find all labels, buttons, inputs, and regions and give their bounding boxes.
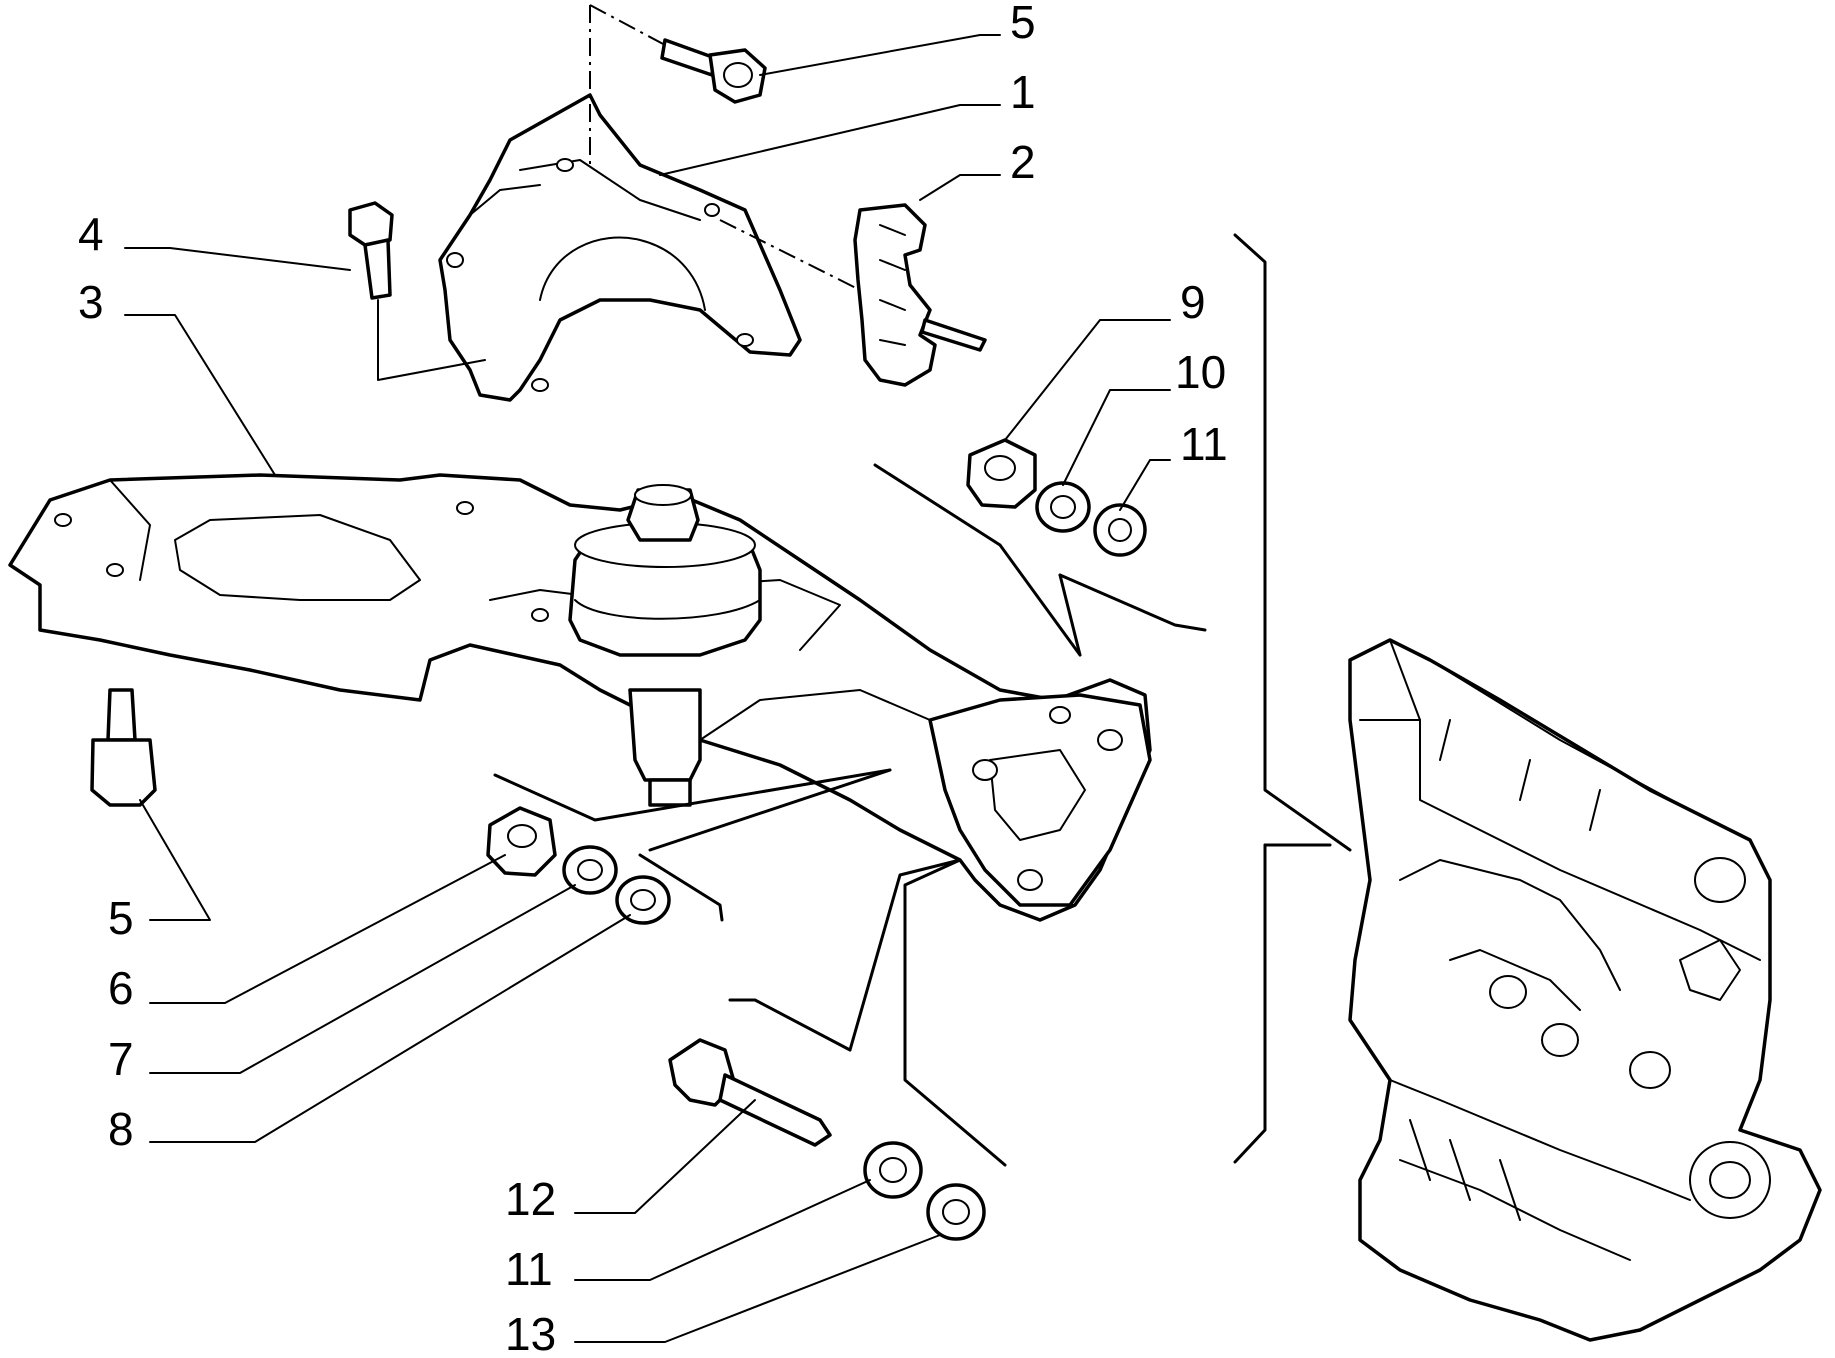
callout-2: 2 — [1010, 136, 1036, 188]
callout-3: 3 — [78, 276, 104, 328]
part-6-nut — [486, 806, 557, 877]
callout-7: 7 — [108, 1033, 134, 1085]
callout-8: 8 — [108, 1103, 134, 1155]
callout-1: 1 — [1010, 66, 1036, 118]
part-12-bolt — [668, 1038, 832, 1147]
part-2-clip — [853, 203, 987, 387]
part-10-washer — [1035, 481, 1091, 533]
leader-lines — [124, 34, 1171, 1343]
part-13-washer — [926, 1183, 986, 1241]
part-7-washer — [562, 845, 618, 895]
callout-4: 4 — [78, 208, 104, 260]
callout-11-bottom: 11 — [505, 1243, 553, 1295]
part-4-bolt — [348, 201, 394, 300]
part-5-bolt-top — [660, 38, 767, 104]
callout-5-top: 5 — [1010, 0, 1036, 48]
part-8-washer — [615, 875, 671, 925]
callout-12: 12 — [505, 1173, 556, 1225]
part-11-washer-bottom — [863, 1141, 923, 1199]
part-5-bolt-bottom — [90, 688, 157, 807]
part-9-nut — [966, 438, 1037, 509]
part-11-washer-top — [1093, 503, 1147, 557]
engine-block-illustration — [1348, 638, 1822, 1342]
callout-5-bottom: 5 — [108, 892, 134, 944]
callout-11-top: 11 — [1180, 418, 1228, 470]
callout-10: 10 — [1175, 346, 1226, 398]
callout-9: 9 — [1180, 276, 1206, 328]
callout-labels: 5 1 2 4 3 9 10 11 5 6 7 8 12 11 13 — [78, 0, 1228, 1358]
part-3-main-arm — [8, 473, 1152, 922]
callout-6: 6 — [108, 962, 134, 1014]
part-1-upper-bracket — [438, 93, 802, 402]
assembly-brackets — [493, 233, 1352, 1167]
callout-13: 13 — [505, 1308, 556, 1358]
dash-lines — [377, 4, 861, 381]
